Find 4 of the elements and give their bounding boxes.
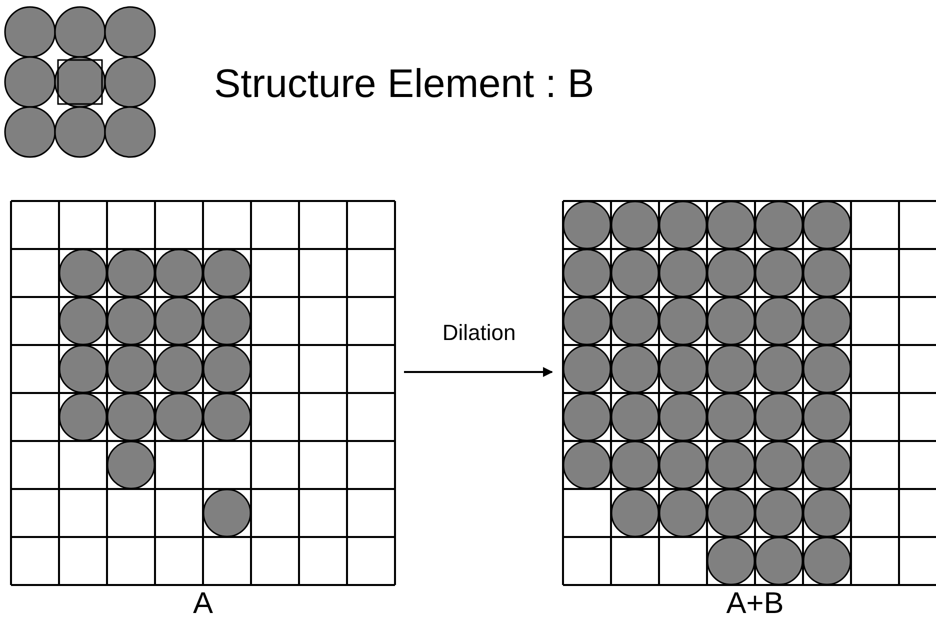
grid-caption: A: [192, 586, 213, 622]
structure-element-title: Structure Element : B: [214, 61, 594, 108]
arrow: [404, 367, 553, 377]
grid-caption: A+B: [726, 586, 784, 622]
